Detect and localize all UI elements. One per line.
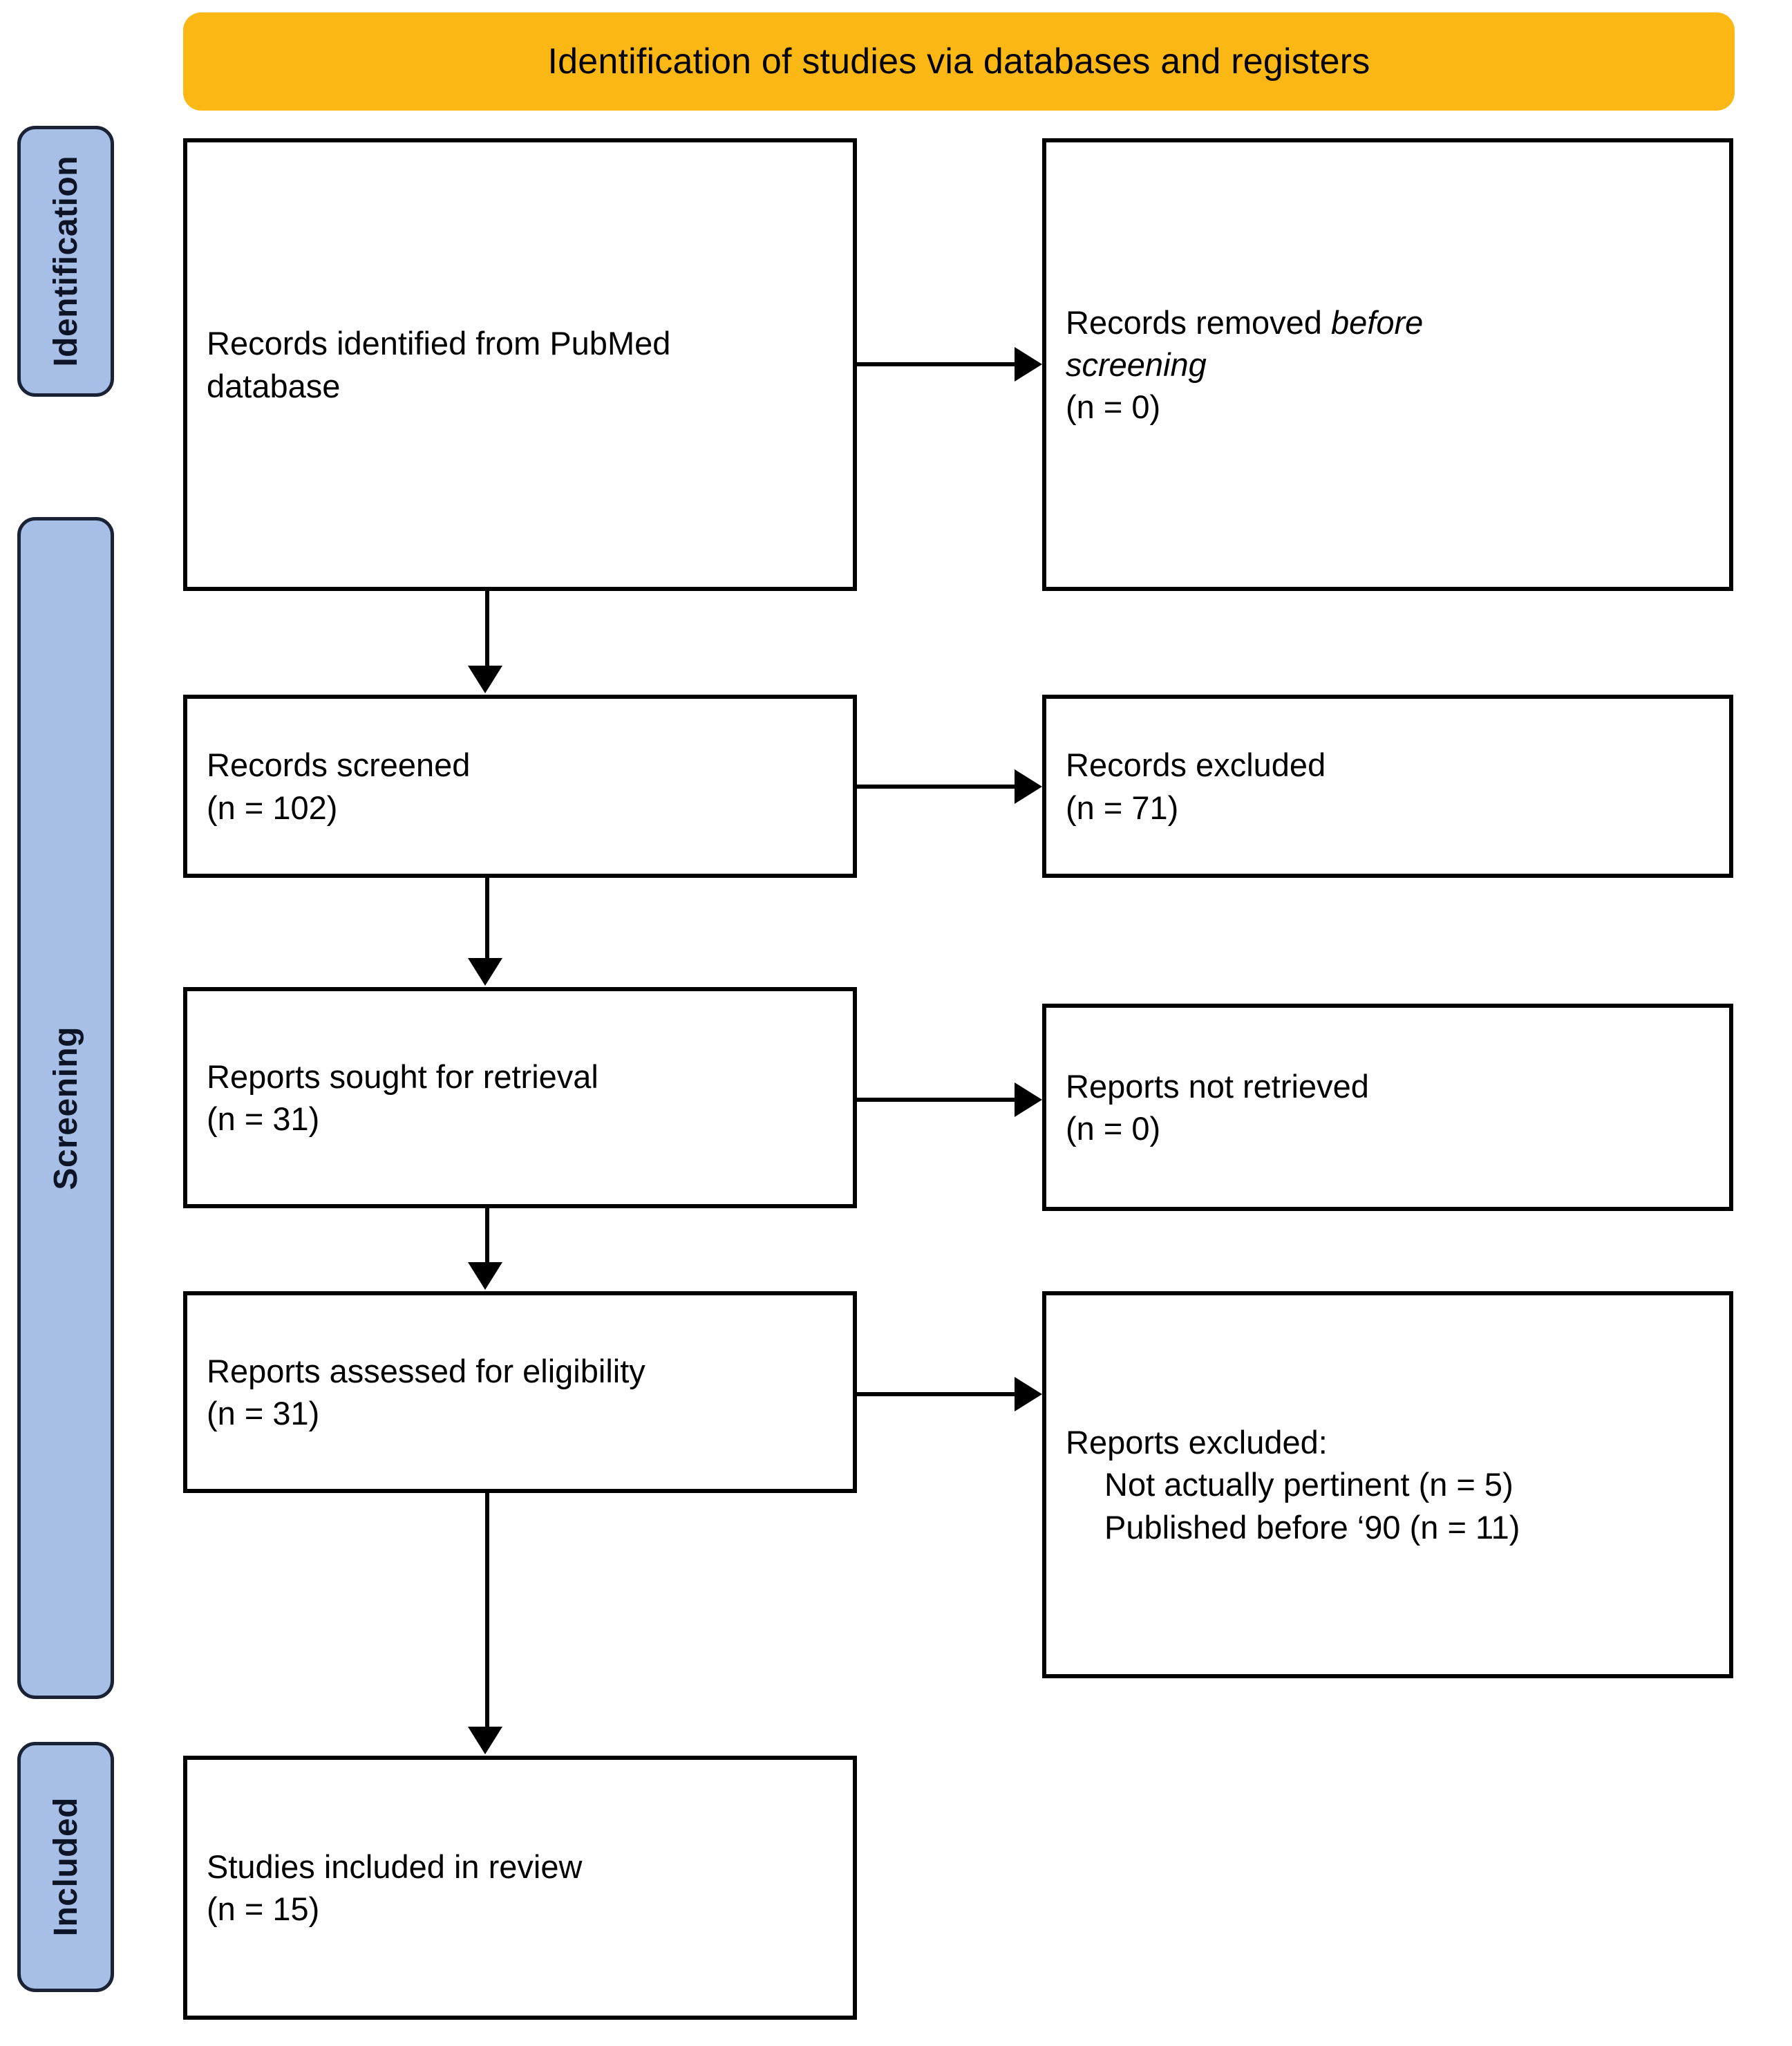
box-reports-sought: Reports sought for retrieval (n = 31): [183, 987, 857, 1208]
connector-line-assessed-to-included: [485, 1493, 489, 1728]
box-reports-excluded-detail: Reports excluded: Not actually pertinent…: [1042, 1291, 1733, 1678]
box-records-removed-line1-italic: before: [1331, 303, 1424, 341]
box-reports-assessed-line2: (n = 31): [207, 1395, 320, 1432]
box-records-identified-line2: database: [207, 367, 341, 404]
arrow-right-icon-assessed-to-reports-excluded: [1015, 1377, 1042, 1411]
arrow-right-icon-identified-to-removed: [1015, 347, 1042, 382]
box-reports-assessed-line1: Reports assessed for eligibility: [207, 1352, 645, 1389]
box-records-screened-line1: Records screened: [207, 747, 471, 784]
box-reports-not-retrieved-line1: Reports not retrieved: [1066, 1067, 1369, 1105]
box-records-excluded: Records excluded (n = 71): [1042, 695, 1733, 878]
stage-label-screening-text: Screening: [47, 1026, 84, 1190]
connector-line-identified-to-removed: [857, 362, 1016, 366]
connector-line-sought-to-not-retrieved: [857, 1098, 1016, 1102]
arrow-right-icon-screened-to-excluded: [1015, 769, 1042, 804]
stage-label-included: Included: [17, 1742, 114, 1992]
arrow-right-icon-sought-to-not-retrieved: [1015, 1082, 1042, 1117]
connector-line-screened-to-sought: [485, 878, 489, 959]
box-reports-assessed: Reports assessed for eligibility (n = 31…: [183, 1291, 857, 1493]
box-reports-excluded-line1: Reports excluded:: [1066, 1424, 1328, 1461]
box-reports-excluded-line3: Published before ‘90 (n = 11): [1104, 1508, 1520, 1546]
box-studies-included-line1: Studies included in review: [207, 1848, 583, 1885]
box-records-screened-line2: (n = 102): [207, 789, 338, 826]
box-records-removed-line1: Records removed before: [1066, 301, 1710, 344]
stage-label-screening: Screening: [17, 517, 114, 1699]
box-reports-excluded-line2: Not actually pertinent (n = 5): [1104, 1466, 1513, 1503]
box-records-excluded-line1: Records excluded: [1066, 747, 1326, 784]
stage-label-included-text: Included: [47, 1797, 84, 1937]
box-records-screened: Records screened (n = 102): [183, 695, 857, 878]
diagram-header-banner: Identification of studies via databases …: [183, 12, 1735, 111]
diagram-title: Identification of studies via databases …: [547, 41, 1370, 82]
box-records-identified: Records identified from PubMed database: [183, 138, 857, 591]
connector-line-screened-to-excluded: [857, 785, 1016, 789]
box-reports-not-retrieved-line2: (n = 0): [1066, 1110, 1161, 1147]
box-records-removed: Records removed before screening (n = 0): [1042, 138, 1733, 591]
connector-line-sought-to-assessed: [485, 1208, 489, 1264]
stage-label-identification: Identification: [17, 126, 114, 397]
box-studies-included: Studies included in review (n = 15): [183, 1756, 857, 2020]
arrow-down-icon-assessed-to-included: [468, 1727, 502, 1754]
connector-line-assessed-to-reports-excluded: [857, 1392, 1016, 1396]
box-studies-included-line2: (n = 15): [207, 1890, 320, 1927]
box-reports-not-retrieved: Reports not retrieved (n = 0): [1042, 1004, 1733, 1211]
stage-label-identification-text: Identification: [47, 156, 84, 367]
box-records-identified-line1: Records identified from PubMed: [207, 325, 671, 362]
arrow-down-icon-screened-to-sought: [468, 958, 502, 986]
box-reports-sought-line1: Reports sought for retrieval: [207, 1058, 598, 1095]
box-records-excluded-line2: (n = 71): [1066, 789, 1179, 826]
box-records-removed-line3: (n = 0): [1066, 388, 1161, 426]
arrow-down-icon-identified-to-screened: [468, 666, 502, 693]
connector-line-identified-to-screened: [485, 591, 489, 670]
box-records-removed-line2: screening: [1066, 346, 1207, 383]
box-reports-sought-line2: (n = 31): [207, 1100, 320, 1137]
arrow-down-icon-sought-to-assessed: [468, 1262, 502, 1290]
box-records-removed-line1-plain: Records removed: [1066, 303, 1331, 341]
